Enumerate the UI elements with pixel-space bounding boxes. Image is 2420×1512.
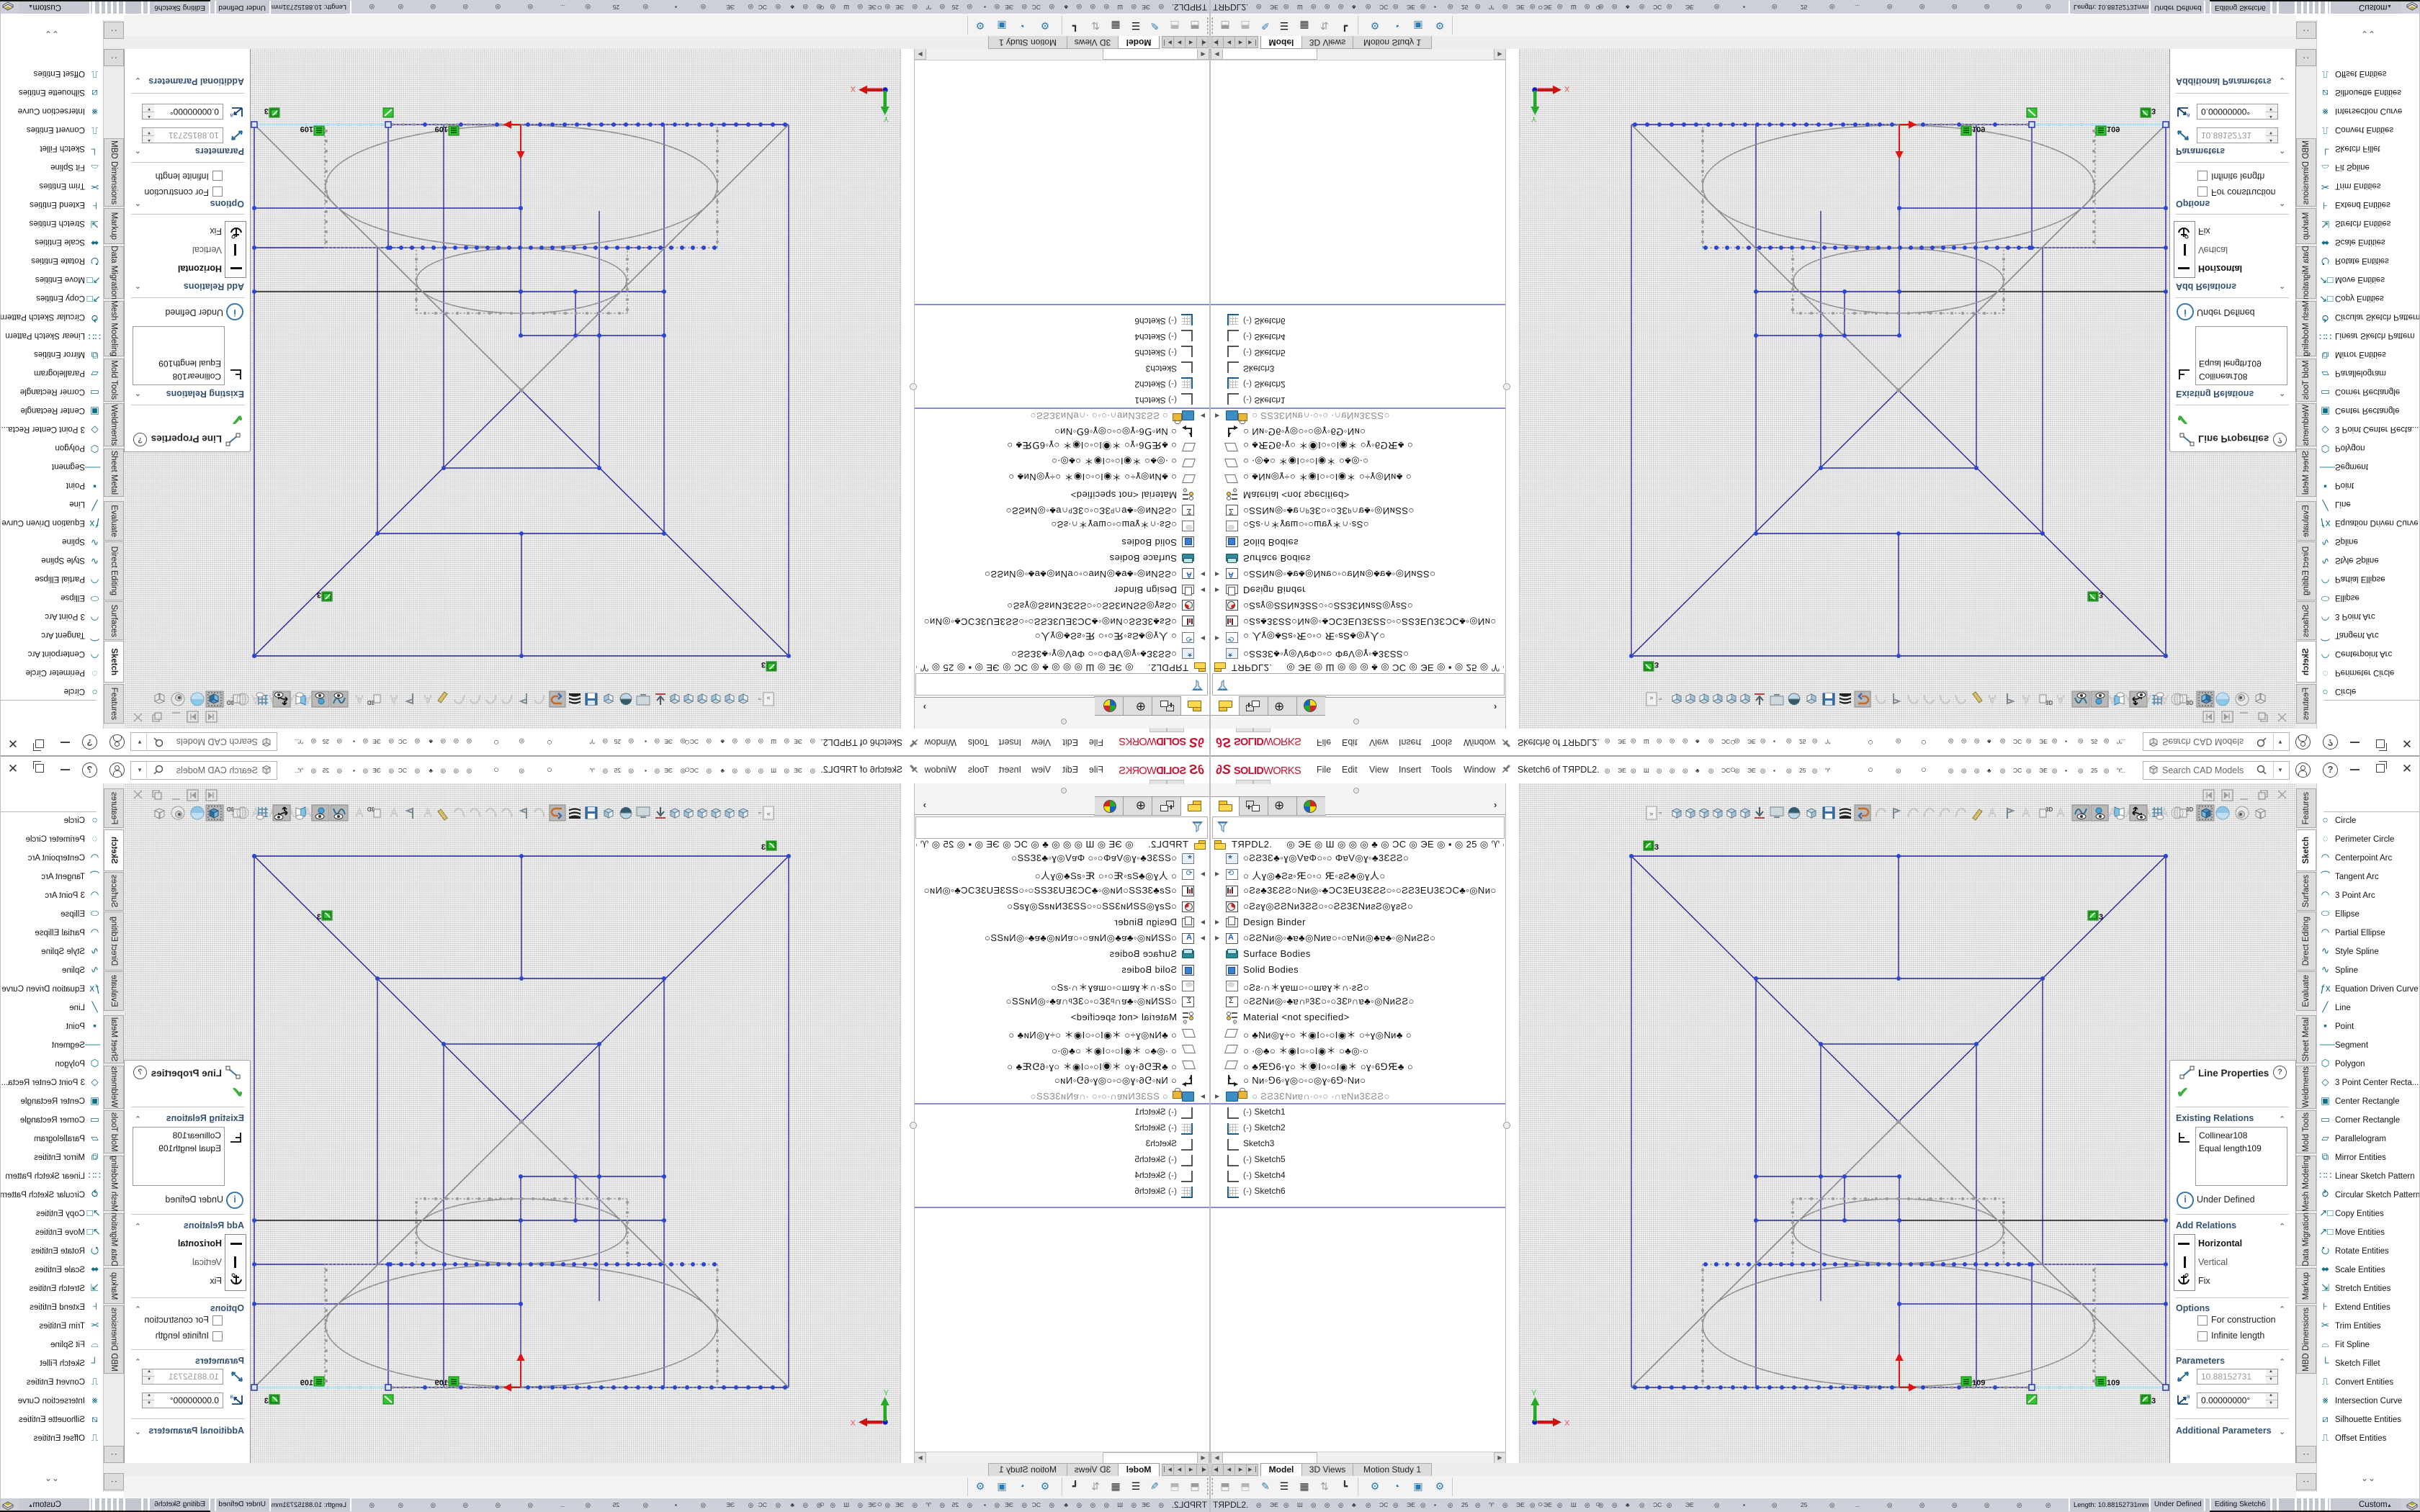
svg-text:109: 109 [435, 125, 448, 133]
svg-text:3D: 3D [227, 806, 234, 813]
svg-text:3: 3 [264, 107, 269, 115]
svg-text:3: 3 [2099, 590, 2103, 599]
svg-text:3: 3 [1654, 660, 1659, 669]
svg-text:»: » [1649, 695, 1653, 702]
svg-text:a: a [230, 1393, 233, 1400]
svg-text:3: 3 [2151, 107, 2156, 115]
svg-text:3: 3 [2099, 913, 2103, 922]
svg-text:3: 3 [264, 1397, 269, 1405]
svg-text:3D: 3D [2045, 806, 2053, 813]
svg-text:3D: 3D [2186, 699, 2193, 706]
svg-text:3: 3 [761, 843, 766, 852]
svg-text:3D: 3D [367, 806, 375, 813]
svg-text:109: 109 [300, 125, 313, 133]
svg-text:»: » [1649, 810, 1653, 817]
svg-text:»: » [766, 695, 770, 702]
svg-text:X: X [850, 84, 856, 93]
svg-text:»: » [766, 810, 770, 817]
svg-text:109: 109 [1972, 1379, 1985, 1387]
svg-text:3: 3 [1654, 843, 1659, 852]
svg-text:X: X [850, 1419, 856, 1428]
svg-text:X: X [1564, 1419, 1570, 1428]
svg-text:109: 109 [300, 1379, 313, 1387]
svg-text:a: a [2187, 1393, 2190, 1400]
svg-text:X: X [1564, 84, 1570, 93]
svg-text:Y: Y [1531, 114, 1537, 123]
svg-text:3: 3 [317, 913, 321, 922]
svg-text:3: 3 [317, 590, 321, 599]
svg-text:109: 109 [435, 1379, 448, 1387]
svg-text:109: 109 [2107, 125, 2120, 133]
svg-text:Y: Y [1531, 1389, 1537, 1398]
svg-text:109: 109 [1972, 125, 1985, 133]
svg-text:109: 109 [2107, 1379, 2120, 1387]
svg-text:3D: 3D [227, 699, 234, 706]
svg-text:Y: Y [883, 1389, 889, 1398]
svg-text:a: a [2187, 112, 2190, 119]
svg-text:Y: Y [883, 114, 889, 123]
svg-text:3: 3 [2151, 1397, 2156, 1405]
svg-text:3D: 3D [2045, 699, 2053, 706]
svg-text:3D: 3D [367, 699, 375, 706]
svg-text:a: a [230, 112, 233, 119]
svg-text:3D: 3D [2186, 806, 2193, 813]
svg-text:3: 3 [761, 660, 766, 669]
